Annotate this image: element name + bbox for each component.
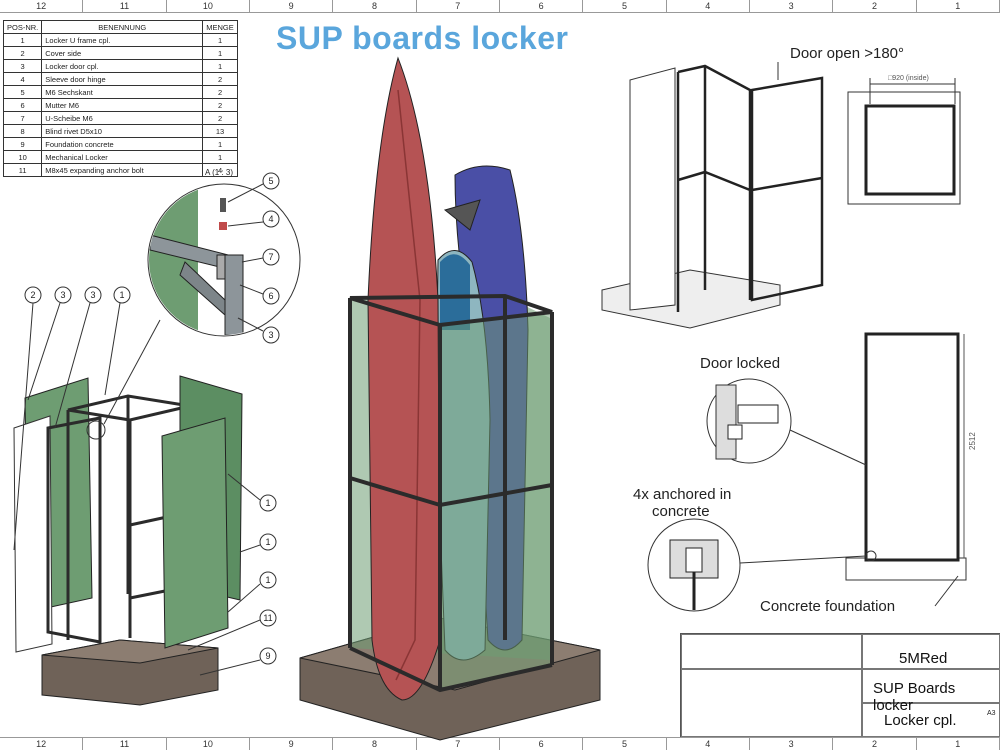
balloon-4: 4 bbox=[268, 214, 273, 224]
part-name: Locker cpl. bbox=[884, 712, 957, 729]
dim-inside: □920 (inside) bbox=[888, 75, 929, 82]
drawing-title: SUP boards locker bbox=[276, 20, 569, 56]
balloon-3c: 3 bbox=[90, 290, 95, 300]
top-view: □920 (inside) bbox=[847, 75, 961, 205]
locker-3d-view bbox=[299, 56, 601, 741]
balloon-5: 5 bbox=[268, 176, 273, 186]
foundation-label: Concrete foundation bbox=[760, 598, 895, 615]
door-open-label: Door open >180° bbox=[790, 45, 904, 62]
front-view: 2512 bbox=[845, 332, 977, 581]
sheet-size: A3 bbox=[987, 710, 996, 717]
balloon-6: 6 bbox=[268, 291, 273, 301]
dim-height: 2512 bbox=[968, 432, 977, 450]
anchored-detail bbox=[647, 518, 867, 612]
balloon-3b: 3 bbox=[60, 290, 65, 300]
door-open-view: Door open >180° bbox=[601, 45, 904, 329]
detail-a-label: A (1 : 3) bbox=[205, 168, 233, 177]
door-locked-label: Door locked bbox=[700, 355, 780, 372]
balloon-1b: 1 bbox=[265, 498, 270, 508]
title-block: 5MRed SUP Boards locker Locker cpl. A3 bbox=[680, 633, 1000, 737]
balloon-7: 7 bbox=[268, 252, 273, 262]
company-name: 5MRed bbox=[899, 650, 948, 667]
door-locked-detail bbox=[706, 378, 867, 466]
balloon-11: 11 bbox=[263, 613, 272, 623]
anchored-label: 4x anchored in bbox=[633, 486, 731, 503]
balloon-2: 2 bbox=[30, 290, 35, 300]
balloon-1d: 1 bbox=[265, 575, 270, 585]
anchored-label-2: concrete bbox=[652, 503, 710, 520]
drawing-name: SUP Boards locker bbox=[873, 680, 956, 714]
bom-header: POS-NR. BENENNUNG MENGE bbox=[2, 20, 238, 34]
balloon-3: 3 bbox=[268, 330, 273, 340]
exploded-view bbox=[13, 319, 243, 706]
balloon-9: 9 bbox=[265, 651, 270, 661]
balloon-1c: 1 bbox=[265, 537, 270, 547]
balloon-1a: 1 bbox=[119, 290, 124, 300]
